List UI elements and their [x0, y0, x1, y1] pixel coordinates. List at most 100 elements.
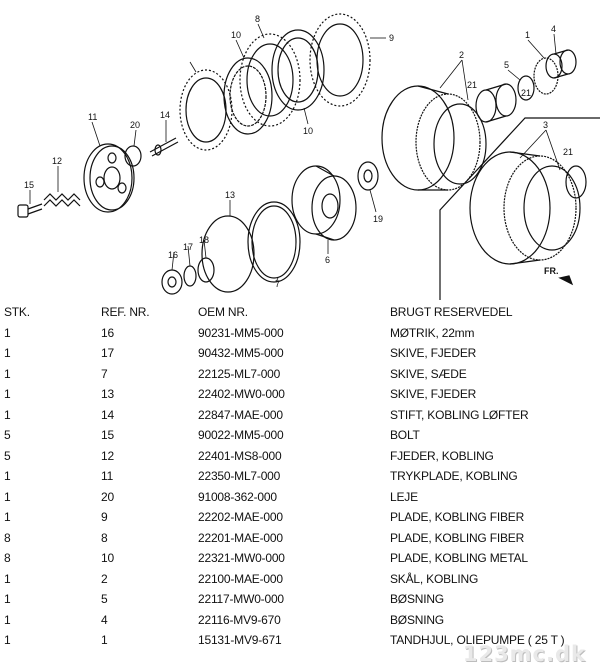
oem-no-cell: 22100-MAE-000	[198, 571, 283, 586]
table-row: 1 17 90432-MM5-000 SKIVE, FJEDER	[0, 343, 600, 364]
header-part-name: BRUGT RESERVEDEL	[390, 305, 513, 319]
callout-3: 3	[543, 120, 548, 130]
qty-cell: 1	[4, 346, 11, 360]
spring-washer-13-drawing	[201, 215, 255, 293]
site-watermark: 123mc.dk	[462, 642, 586, 666]
callout-20: 20	[130, 120, 140, 130]
ref-no-cell: 12	[101, 448, 114, 463]
callout-18: 18	[199, 235, 209, 245]
front-arrow-icon	[558, 275, 574, 286]
qty-cell: 1	[4, 612, 11, 627]
callout-8: 8	[255, 14, 260, 24]
callout-9: 9	[389, 33, 394, 43]
oem-no-cell: 22402-MW0-000	[198, 387, 285, 401]
exploded-clutch-diagram: 1 2 3 4 5 6 7 8 9 10 10 11 12 13 14 15 1…	[0, 0, 600, 300]
ref-no-cell: 7	[101, 366, 108, 381]
lifter-rod-14-drawing	[149, 137, 179, 157]
callout-12: 12	[52, 156, 62, 166]
oem-no-cell: 22201-MAE-000	[198, 530, 283, 545]
ref-no-cell: 15	[101, 428, 114, 442]
metal-plates-10-drawing	[223, 29, 325, 135]
ref-no-cell: 17	[101, 346, 114, 360]
callout-10a: 10	[231, 30, 241, 40]
qty-cell: 1	[4, 592, 11, 606]
part-name-cell: PLADE, KOBLING FIBER	[390, 510, 525, 524]
washer-19-drawing	[357, 161, 379, 191]
part-name-cell: SKIVE, SÆDE	[390, 366, 467, 381]
part-name-cell: STIFT, KOBLING LØFTER	[390, 407, 529, 422]
callout-19: 19	[373, 214, 383, 224]
callout-21a: 21	[467, 80, 477, 90]
table-row: 1 13 22402-MW0-000 SKIVE, FJEDER	[0, 384, 600, 405]
oem-no-cell: 22202-MAE-000	[198, 510, 283, 524]
ref-no-cell: 9	[101, 510, 108, 524]
clutch-hub-6-drawing	[291, 165, 357, 241]
oem-no-cell: 90432-MM5-000	[198, 346, 284, 360]
parts-table: STK. REF. NR. OEM NR. BRUGT RESERVEDEL 1…	[0, 302, 600, 651]
callout-16: 16	[168, 250, 178, 260]
washer-18-drawing	[197, 257, 215, 283]
spring-washer-17-drawing	[183, 265, 197, 287]
part-name-cell: BØSNING	[390, 592, 444, 606]
nut-16-drawing	[161, 269, 183, 295]
qty-cell: 5	[4, 428, 11, 442]
ref-no-cell: 11	[101, 469, 114, 483]
pressure-plate-11-drawing	[83, 143, 135, 213]
front-direction-label: FR.	[544, 266, 559, 276]
header-qty: STK.	[4, 305, 30, 319]
callout-7: 7	[275, 279, 280, 289]
callout-21c: 21	[563, 147, 573, 157]
table-header-row: STK. REF. NR. OEM NR. BRUGT RESERVEDEL	[0, 302, 600, 323]
ref-no-cell: 16	[101, 325, 114, 340]
diagram-svg: 1 2 3 4 5 6 7 8 9 10 10 11 12 13 14 15 1…	[17, 13, 600, 300]
qty-cell: 8	[4, 530, 11, 545]
oem-no-cell: 22847-MAE-000	[198, 407, 283, 422]
outer-clutch-assy-3-drawing	[469, 151, 587, 265]
part-name-cell: BOLT	[390, 428, 420, 442]
oem-no-cell: 90022-MM5-000	[198, 428, 284, 442]
callout-2: 2	[459, 50, 464, 60]
part-name-cell: MØTRIK, 22mm	[390, 325, 475, 340]
oem-no-cell: 22350-ML7-000	[198, 469, 281, 483]
qty-cell: 5	[4, 448, 11, 463]
qty-cell: 1	[4, 469, 11, 483]
oem-no-cell: 22401-MS8-000	[198, 448, 282, 463]
qty-cell: 1	[4, 571, 11, 586]
ref-no-cell: 10	[101, 551, 114, 565]
part-name-cell: SKIVE, FJEDER	[390, 346, 477, 360]
qty-cell: 1	[4, 633, 11, 647]
oem-no-cell: 22117-MW0-000	[198, 592, 284, 606]
callout-6: 6	[325, 255, 330, 265]
qty-cell: 1	[4, 510, 11, 524]
oem-no-cell: 22116-MV9-670	[198, 612, 281, 627]
table-row: 1 14 22847-MAE-000 STIFT, KOBLING LØFTER	[0, 405, 600, 426]
header-oem-no: OEM NR.	[198, 305, 248, 319]
callout-21b: 21	[521, 88, 531, 98]
part-name-cell: TANDHJUL, OLIEPUMPE ( 25 T )	[390, 633, 565, 647]
qty-cell: 1	[4, 407, 11, 422]
outer-clutch-2-drawing	[381, 85, 487, 191]
qty-cell: 1	[4, 387, 11, 401]
ref-no-cell: 14	[101, 407, 114, 422]
callout-14: 14	[160, 110, 170, 120]
bearing-20-drawing	[124, 145, 142, 167]
ref-no-cell: 13	[101, 387, 114, 401]
qty-cell: 1	[4, 366, 11, 381]
qty-cell: 1	[4, 325, 11, 340]
part-name-cell: SKIVE, FJEDER	[390, 387, 477, 401]
fiber-plate-9-drawing	[309, 13, 371, 107]
callout-5: 5	[504, 60, 509, 70]
ref-no-cell: 1	[101, 633, 108, 647]
qty-cell: 1	[4, 489, 11, 504]
